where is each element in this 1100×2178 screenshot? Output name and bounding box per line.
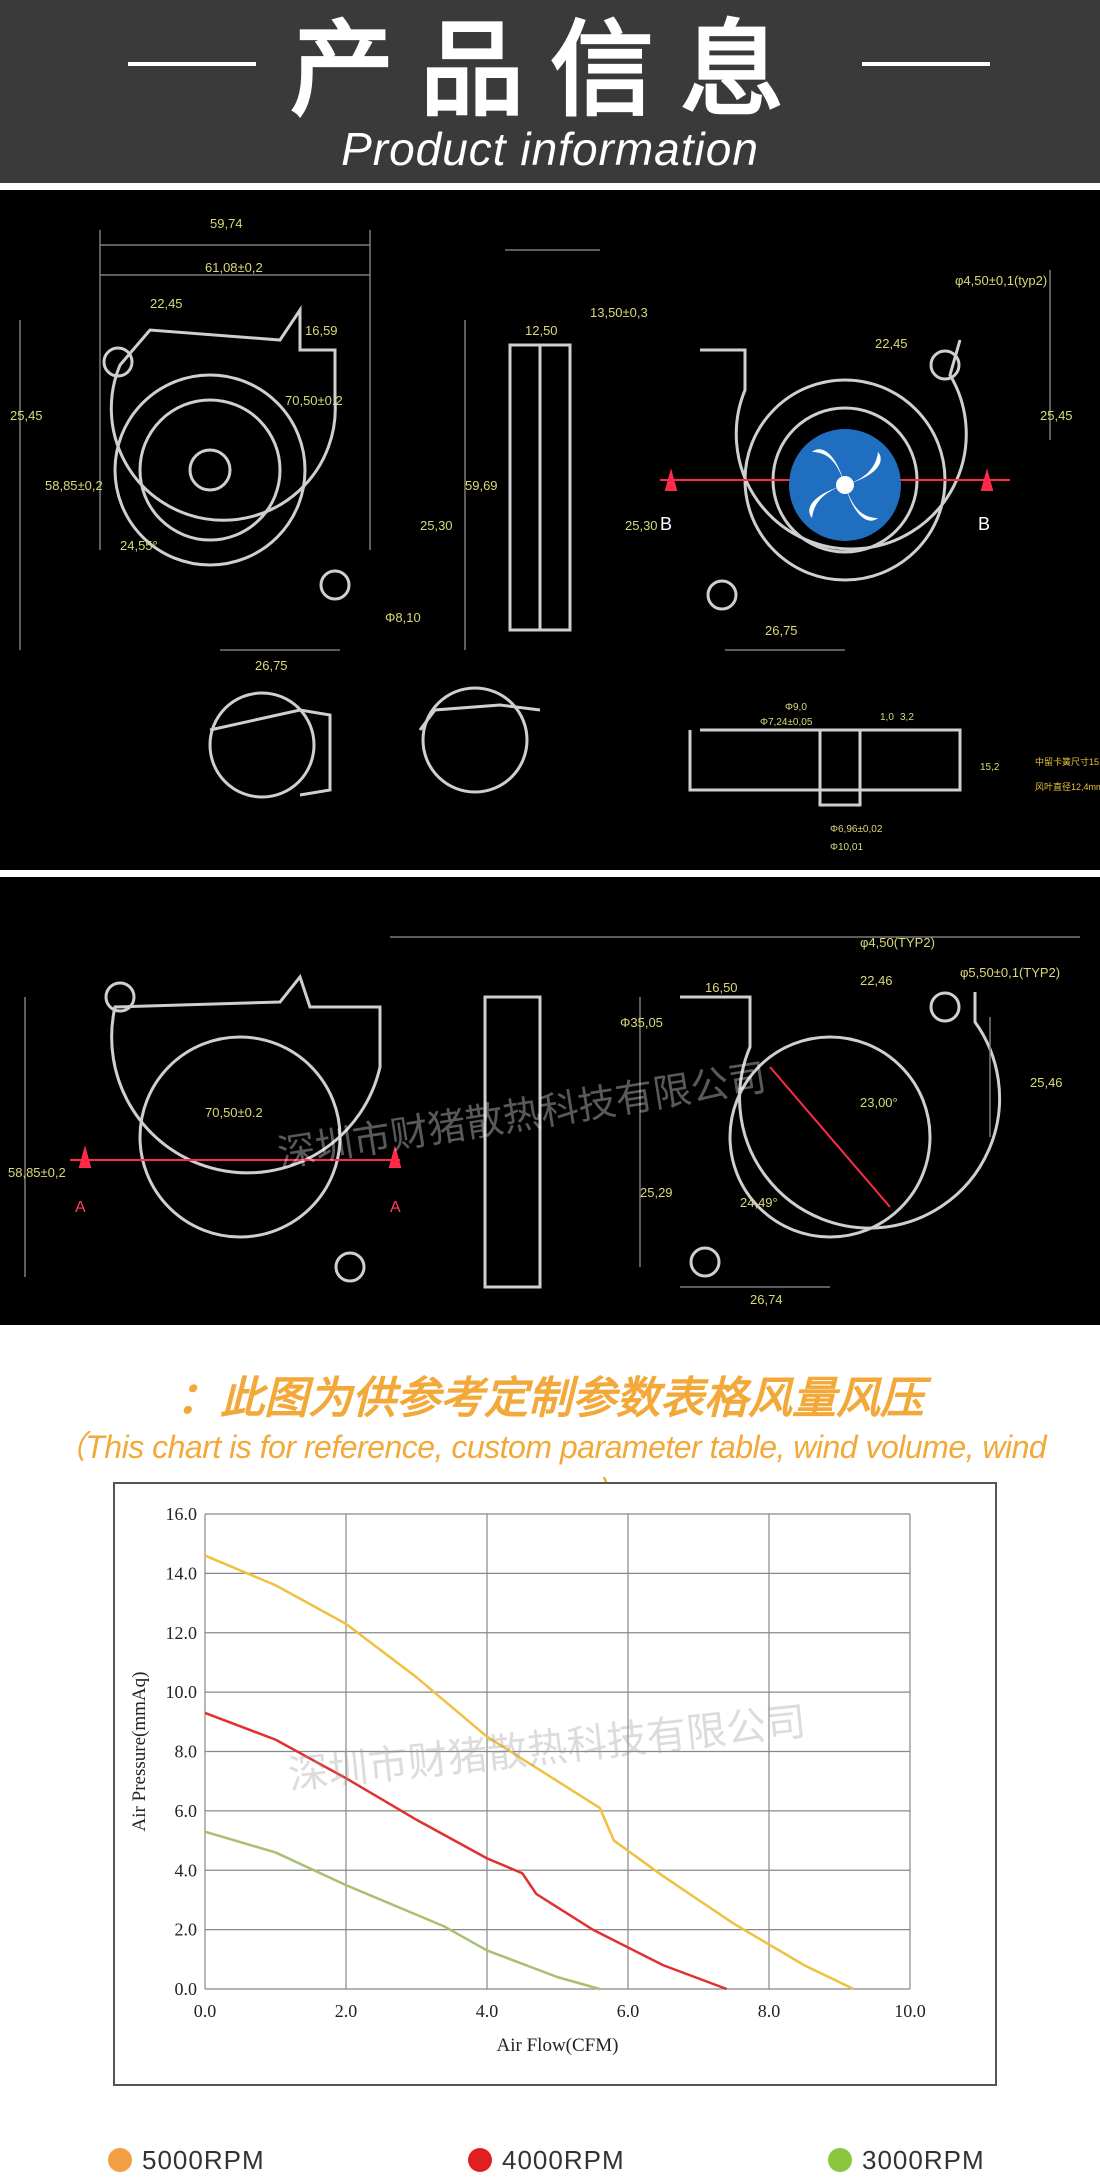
dim-label: 59,74 xyxy=(210,216,243,231)
x-tick-label: 6.0 xyxy=(617,2001,640,2021)
dim-label: 24,49° xyxy=(740,1195,778,1210)
dim-label: Φ35,05 xyxy=(620,1015,663,1030)
y-axis-label: Air Pressure(mmAq) xyxy=(129,1672,150,1832)
legend-swatch xyxy=(828,2148,852,2172)
drawing-bottom-svg: 58,85±0,2 70,50±0.2 A A Φ35,05 16,50 22,… xyxy=(8,935,1080,1307)
y-tick-label: 6.0 xyxy=(175,1801,198,1821)
y-tick-label: 16.0 xyxy=(166,1504,198,1524)
dim-label: φ4,50±0,1(typ2) xyxy=(955,273,1047,288)
section-label: A xyxy=(390,1199,401,1216)
dim-label: Φ9,0 xyxy=(785,702,807,713)
title-rule-right xyxy=(862,62,990,66)
dim-label: 12,50 xyxy=(525,323,558,338)
dim-label: 13,50±0,3 xyxy=(590,305,648,320)
series-line-5000RPM xyxy=(204,1554,855,1991)
dim-label: 25,30 xyxy=(420,518,453,533)
dim-label: 70,50±0.2 xyxy=(205,1105,263,1120)
chart-caption-cn: ：此图为供参考定制参数表格风量风压 xyxy=(176,1373,924,1424)
legend-label: 5000RPM xyxy=(142,2144,265,2175)
legend-item-5000: 5000RPM xyxy=(108,2142,265,2178)
y-tick-label: 4.0 xyxy=(175,1860,198,1880)
dim-label: 25,30 xyxy=(625,518,658,533)
dim-label: 16,50 xyxy=(705,980,738,995)
technical-drawing-top: 59,74 61,08±0,2 22,45 16,59 25,45 58,85±… xyxy=(0,190,1100,870)
page-subtitle: Product information xyxy=(341,123,759,175)
dim-label: 16,59 xyxy=(305,323,338,338)
y-tick-label: 0.0 xyxy=(175,1979,198,1999)
section-label: B xyxy=(978,514,990,534)
dim-label: Φ6,96±0,02 xyxy=(830,824,883,835)
dim-label: 风叶直径12,4mm xyxy=(1035,781,1100,792)
dim-label: 61,08±0,2 xyxy=(205,260,263,275)
legend-label: 3000RPM xyxy=(862,2144,985,2175)
x-axis-label: Air Flow(CFM) xyxy=(497,2035,619,2056)
x-tick-label: 2.0 xyxy=(335,2001,358,2021)
legend-label: 4000RPM xyxy=(502,2144,625,2175)
x-tick-label: 8.0 xyxy=(758,2001,781,2021)
performance-chart: 0.0 2.0 4.0 6.0 8.0 10.0 0.0 2.0 4.0 6.0 8.0 10.0 12… xyxy=(113,1482,997,2086)
dim-label: Φ8,10 xyxy=(385,610,421,625)
dim-label: 58,85±0,2 xyxy=(8,1165,66,1180)
dim-label: 15,2 xyxy=(980,762,1000,773)
dim-label: 1,0 xyxy=(880,712,894,723)
dim-label: 22,46 xyxy=(860,973,893,988)
watermark-text: 深圳市财猪散热科技有限公司 xyxy=(286,1699,808,1799)
dim-label: 22,45 xyxy=(150,296,183,311)
dim-label: 24,55° xyxy=(120,538,158,553)
dim-label: 26,75 xyxy=(765,623,798,638)
dim-label: 59,69 xyxy=(465,478,498,493)
dim-label: 3,2 xyxy=(900,712,914,723)
dim-label: 58,85±0,2 xyxy=(45,478,103,493)
dim-label: φ5,50±0,1(TYP2) xyxy=(960,965,1060,980)
y-tick-label: 10.0 xyxy=(166,1682,198,1702)
chart-svg: 0.0 2.0 4.0 6.0 8.0 10.0 0.0 2.0 4.0 6.0 8.0 10.0 12… xyxy=(129,1504,926,2056)
dim-label: Φ10,01 xyxy=(830,842,863,853)
legend-swatch xyxy=(108,2148,132,2172)
series-line-3000RPM xyxy=(204,1830,601,1991)
y-tick-label: 12.0 xyxy=(166,1623,198,1643)
dim-label: 25,46 xyxy=(1030,1075,1063,1090)
watermark-text: 深圳市财猪散热科技有限公司 xyxy=(275,1055,770,1176)
drawing-top-svg: 59,74 61,08±0,2 22,45 16,59 25,45 58,85±… xyxy=(10,216,1100,853)
dim-label: Φ7,24±0,05 xyxy=(760,717,813,728)
dim-label: 26,75 xyxy=(255,658,288,673)
dim-label: 70,50±0.2 xyxy=(285,393,343,408)
dim-label: 23,00° xyxy=(860,1095,898,1110)
legend-item-3000: 3000RPM xyxy=(828,2142,985,2178)
title-rule-left xyxy=(128,62,256,66)
dim-label: 26,74 xyxy=(750,1292,783,1307)
x-tick-label: 0.0 xyxy=(194,2001,217,2021)
legend-swatch xyxy=(468,2148,492,2172)
series-line-4000RPM xyxy=(204,1711,728,1991)
x-tick-label: 10.0 xyxy=(894,2001,926,2021)
dim-label: 25,45 xyxy=(10,408,43,423)
dim-label: 22,45 xyxy=(875,336,908,351)
section-label: A xyxy=(75,1199,86,1216)
dim-label: φ4,50(TYP2) xyxy=(860,935,935,950)
header-banner: 产品信息 Product information xyxy=(0,0,1100,183)
page-title: 产品信息 xyxy=(289,9,810,131)
dim-label: 25,29 xyxy=(640,1185,673,1200)
x-tick-label: 4.0 xyxy=(476,2001,499,2021)
y-tick-label: 2.0 xyxy=(175,1920,198,1940)
technical-drawing-bottom: 58,85±0,2 70,50±0.2 A A Φ35,05 16,50 22,… xyxy=(0,877,1100,1325)
dim-label: 25,45 xyxy=(1040,408,1073,423)
legend-item-4000: 4000RPM xyxy=(468,2142,625,2178)
y-tick-label: 8.0 xyxy=(175,1742,198,1762)
y-tick-label: 14.0 xyxy=(166,1563,198,1583)
dim-label: 中留卡簧尺寸15,3 xyxy=(1035,756,1100,767)
section-label: B xyxy=(660,514,672,534)
